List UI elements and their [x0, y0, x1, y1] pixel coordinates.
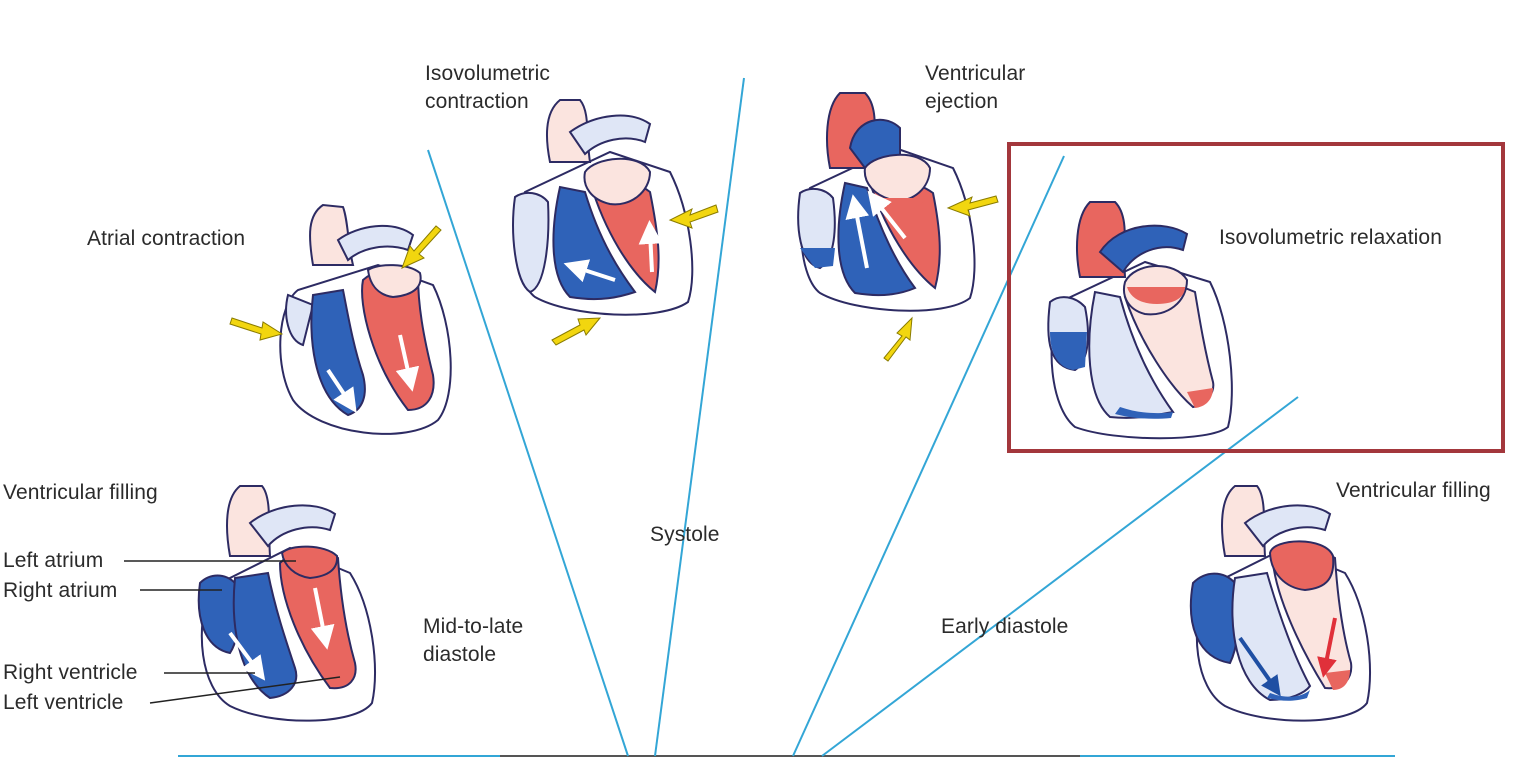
highlight-box-isovolumetric-relaxation — [1007, 142, 1505, 453]
label-ventricular-ejection: Ventricular ejection — [925, 62, 1026, 113]
heart-isovolumetric-contraction — [512, 99, 694, 316]
label-left-ventricle: Left ventricle — [3, 691, 124, 714]
heart-isovolumetric-relaxation — [1047, 201, 1233, 440]
label-atrial-contraction: Atrial contraction — [87, 227, 246, 250]
contraction-arrows-ejection — [883, 195, 999, 362]
label-ventricular-filling-left: Ventricular filling — [3, 481, 158, 504]
structure-leader-lines — [124, 560, 341, 704]
label-systole: Systole — [650, 523, 720, 546]
label-mid-to-late-diastole: Mid-to-late diastole — [423, 615, 524, 666]
heart-atrial-contraction — [279, 203, 452, 435]
label-ventricular-filling-right: Ventricular filling — [1336, 479, 1491, 502]
label-left-atrium: Left atrium — [3, 549, 104, 572]
divider-line-3 — [792, 155, 1065, 757]
label-isovolumetric-relaxation: Isovolumetric relaxation — [1219, 226, 1442, 249]
divider-line-1 — [427, 149, 629, 757]
label-right-ventricle: Right ventricle — [3, 661, 138, 684]
contraction-arrows-isovolumetric — [551, 204, 719, 346]
divider-line-2 — [654, 77, 745, 757]
heart-ventricular-ejection — [797, 92, 976, 312]
heart-ventricular-filling-left — [197, 485, 377, 722]
divider-line-4 — [821, 396, 1299, 757]
heart-ventricular-filling-right — [1189, 485, 1372, 722]
label-right-atrium: Right atrium — [3, 579, 118, 602]
label-isovolumetric-contraction: Isovolumetric contraction — [425, 62, 551, 113]
contraction-arrows-atrial — [229, 225, 442, 341]
label-early-diastole: Early diastole — [941, 615, 1069, 638]
